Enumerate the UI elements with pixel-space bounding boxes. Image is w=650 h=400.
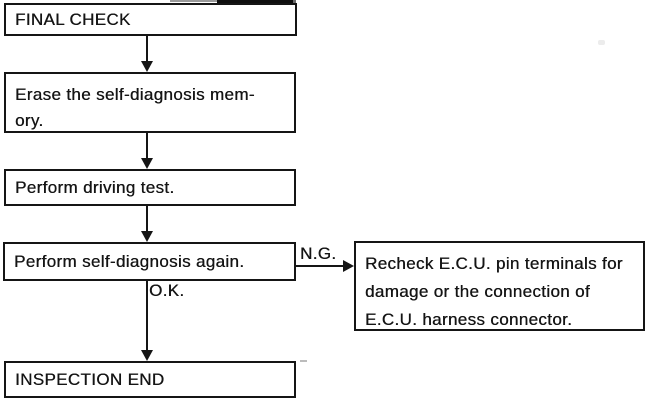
node-self-diagnosis-again: Perform self-diagnosis again. [3,242,296,281]
arrow-right-icon [343,260,354,272]
arrow-drive-to-again-stem [146,205,148,232]
node-self-diagnosis-again-label: Perform self-diagnosis again. [14,251,245,271]
node-erase-memory: Erase the self-diagnosis mem- ory. [4,72,296,133]
scan-artifact-top-black-bar [217,0,296,4]
arrow-down-icon [141,61,153,72]
node-erase-memory-line1: Erase the self-diagnosis mem- [15,85,255,104]
arrow-down-icon [141,350,153,361]
node-recheck-ecu: Recheck E.C.U. pin terminals for damage … [354,241,645,331]
scan-artifact-speck [598,40,605,45]
node-erase-memory-line2: ory. [15,111,44,130]
branch-label-ng: N.G. [300,244,337,263]
node-final-check-label: FINAL CHECK [15,9,131,29]
node-inspection-end: INSPECTION END [4,361,296,398]
node-recheck-ecu-line2: damage or the connection of [365,282,590,301]
node-final-check: FINAL CHECK [4,3,297,36]
scan-artifact-dash [300,360,307,362]
node-inspection-end-label: INSPECTION END [15,369,165,389]
branch-label-ok: O.K. [149,281,185,300]
node-driving-test: Perform driving test. [4,169,296,206]
arrow-erase-to-drive-stem [146,132,148,159]
node-driving-test-label: Perform driving test. [15,177,175,197]
node-recheck-ecu-line3: E.C.U. harness connector. [365,310,573,329]
scan-artifact-top-gray-bar [170,0,218,2]
arrow-down-icon [141,231,153,242]
arrow-again-to-end-stem [146,280,148,351]
node-recheck-ecu-line1: Recheck E.C.U. pin terminals for [365,254,623,273]
arrow-down-icon [141,158,153,169]
arrow-again-to-recheck-stem [296,265,344,267]
arrow-final-to-erase-stem [146,35,148,62]
